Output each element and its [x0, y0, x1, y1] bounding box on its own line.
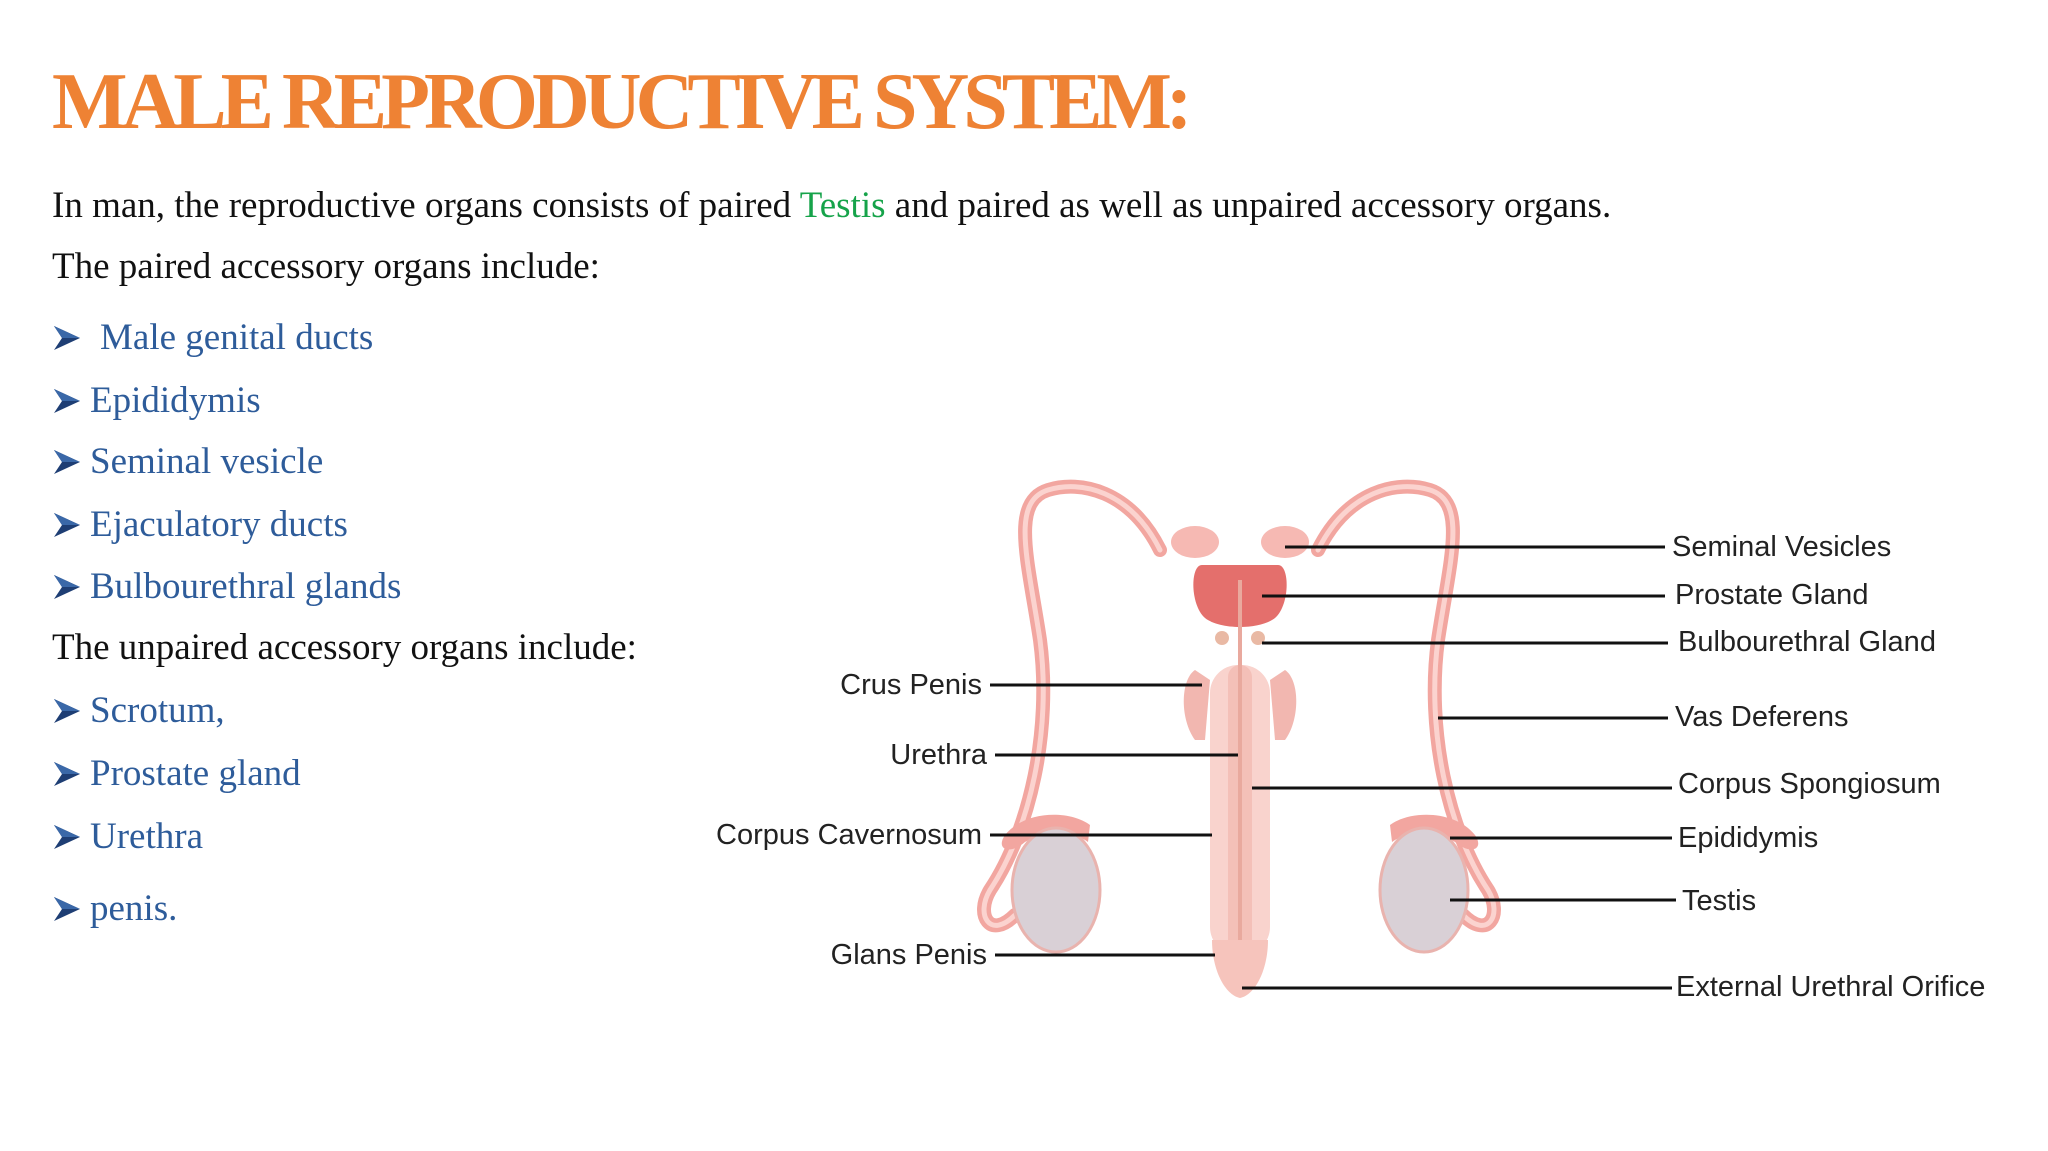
- label-bulbourethral-gland: Bulbourethral Gland: [1678, 626, 1936, 658]
- unpaired-heading: The unpaired accessory organs include:: [52, 627, 635, 668]
- list-item: Male genital ducts: [52, 316, 373, 360]
- label-testis: Testis: [1682, 885, 1757, 917]
- list-item: Ejaculatory ducts: [52, 503, 348, 547]
- bulbourethral-gland-right: [1251, 631, 1265, 645]
- label-external-urethral-orifice: External Urethral Orifice: [1676, 971, 1986, 1003]
- arrowhead-bullet-icon: [52, 448, 82, 476]
- intro-text-before: In man, the reproductive organs consists…: [52, 185, 800, 226]
- list-item: Bulbourethral glands: [52, 565, 401, 609]
- label-prostate-gland: Prostate Gland: [1675, 579, 1869, 611]
- bulbourethral-gland-left: [1215, 631, 1229, 645]
- list-item: penis.: [52, 887, 177, 931]
- list-item: Epididymis: [52, 379, 261, 423]
- vas-deferens-left-core: [981, 484, 1163, 928]
- label-crus-penis: Crus Penis: [840, 669, 982, 701]
- arrowhead-bullet-icon: [52, 823, 82, 851]
- label-epididymis: Epididymis: [1678, 822, 1819, 854]
- arrowhead-bullet-icon: [52, 511, 82, 539]
- list-item-label: penis.: [90, 888, 178, 929]
- slide-title: MALE REPRODUCTIVE SYSTEM:: [52, 58, 1193, 146]
- list-item: Urethra: [52, 815, 203, 859]
- label-corpus-cavernosum: Corpus Cavernosum: [716, 819, 982, 851]
- list-item-label: Prostate gland: [90, 753, 301, 794]
- list-item: Scrotum,: [52, 689, 225, 733]
- arrowhead-bullet-icon: [52, 697, 82, 725]
- list-item-label: Bulbourethral glands: [90, 566, 402, 607]
- label-seminal-vesicles: Seminal Vesicles: [1672, 531, 1892, 563]
- intro-text-after: and paired as well as unpaired accessory…: [885, 185, 1612, 226]
- arrowhead-bullet-icon: [52, 895, 82, 923]
- arrowhead-bullet-icon: [52, 760, 82, 788]
- label-urethra: Urethra: [890, 739, 987, 771]
- anatomy-illustration: [977, 479, 1676, 998]
- label-glans-penis: Glans Penis: [830, 939, 987, 971]
- testis-left: [1010, 826, 1102, 954]
- arrowhead-bullet-icon: [52, 387, 82, 415]
- intro-highlight-testis: Testis: [799, 185, 886, 226]
- list-item-label: Epididymis: [90, 380, 261, 421]
- list-item-label: Scrotum,: [90, 690, 225, 731]
- intro-paragraph: In man, the reproductive organs consists…: [52, 184, 1611, 228]
- seminal-vesicle-right: [1261, 526, 1309, 558]
- vas-deferens-right-core: [1315, 484, 1497, 928]
- list-item-label: Male genital ducts: [100, 317, 374, 358]
- label-corpus-spongiosum: Corpus Spongiosum: [1678, 768, 1941, 800]
- list-item: Seminal vesicle: [52, 440, 323, 484]
- seminal-vesicle-left: [1171, 526, 1219, 558]
- list-item-label: Ejaculatory ducts: [90, 504, 348, 545]
- arrowhead-bullet-icon: [52, 324, 82, 352]
- list-item-label: Urethra: [90, 816, 203, 857]
- list-item: Prostate gland: [52, 752, 301, 796]
- glans-penis: [1212, 940, 1268, 998]
- paired-heading: The paired accessory organs include:: [52, 246, 600, 287]
- anatomy-diagram: Crus Penis Urethra Corpus Cavernosum Gla…: [690, 470, 2030, 1010]
- testis-right: [1378, 826, 1470, 954]
- arrowhead-bullet-icon: [52, 573, 82, 601]
- label-vas-deferens: Vas Deferens: [1675, 701, 1849, 733]
- crus-penis-left: [1183, 670, 1210, 740]
- crus-penis-right: [1270, 670, 1297, 740]
- list-item-label: Seminal vesicle: [90, 441, 324, 482]
